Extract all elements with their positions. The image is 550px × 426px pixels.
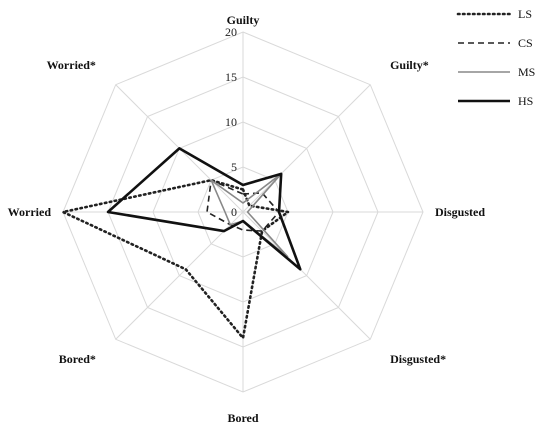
series-line-hs xyxy=(106,147,302,271)
series-layer xyxy=(61,147,302,340)
axis-label-worried: Worried xyxy=(8,205,52,219)
grid-spoke-5 xyxy=(115,211,244,340)
legend-item-hs: HS xyxy=(458,94,533,108)
series-line-ls xyxy=(61,178,290,340)
tick-label: 10 xyxy=(225,115,237,129)
series-line-cs xyxy=(206,179,280,232)
tick-label: 5 xyxy=(231,160,237,174)
tick-label: 0 xyxy=(231,205,237,219)
tick-label: 20 xyxy=(225,25,237,39)
axis-label-worried-star: Worried* xyxy=(47,58,96,72)
grid-spoke-1 xyxy=(242,84,371,213)
axis-label-bored-star: Bored* xyxy=(59,352,96,366)
axis-label-guilty: Guilty xyxy=(227,13,260,27)
axis-label-bored: Bored xyxy=(227,411,258,425)
legend-item-ms: MS xyxy=(458,65,535,79)
legend-label: LS xyxy=(518,7,532,21)
legend-label: HS xyxy=(518,94,533,108)
tick-labels: 0 5 10 15 20 xyxy=(225,25,237,219)
tick-label: 15 xyxy=(225,70,237,84)
legend: LS CS MS HS xyxy=(456,7,535,108)
grid-layer xyxy=(62,31,424,393)
legend-item-ls: LS xyxy=(456,7,532,21)
legend-item-cs: CS xyxy=(458,36,533,50)
axis-label-guilty-star: Guilty* xyxy=(390,58,429,72)
series-line-ms xyxy=(210,173,289,258)
axis-label-disgusted-star: Disgusted* xyxy=(390,352,446,366)
legend-label: MS xyxy=(518,65,535,79)
axis-label-disgusted: Disgusted xyxy=(435,205,485,219)
legend-label: CS xyxy=(518,36,533,50)
grid-spoke-3 xyxy=(242,211,371,340)
